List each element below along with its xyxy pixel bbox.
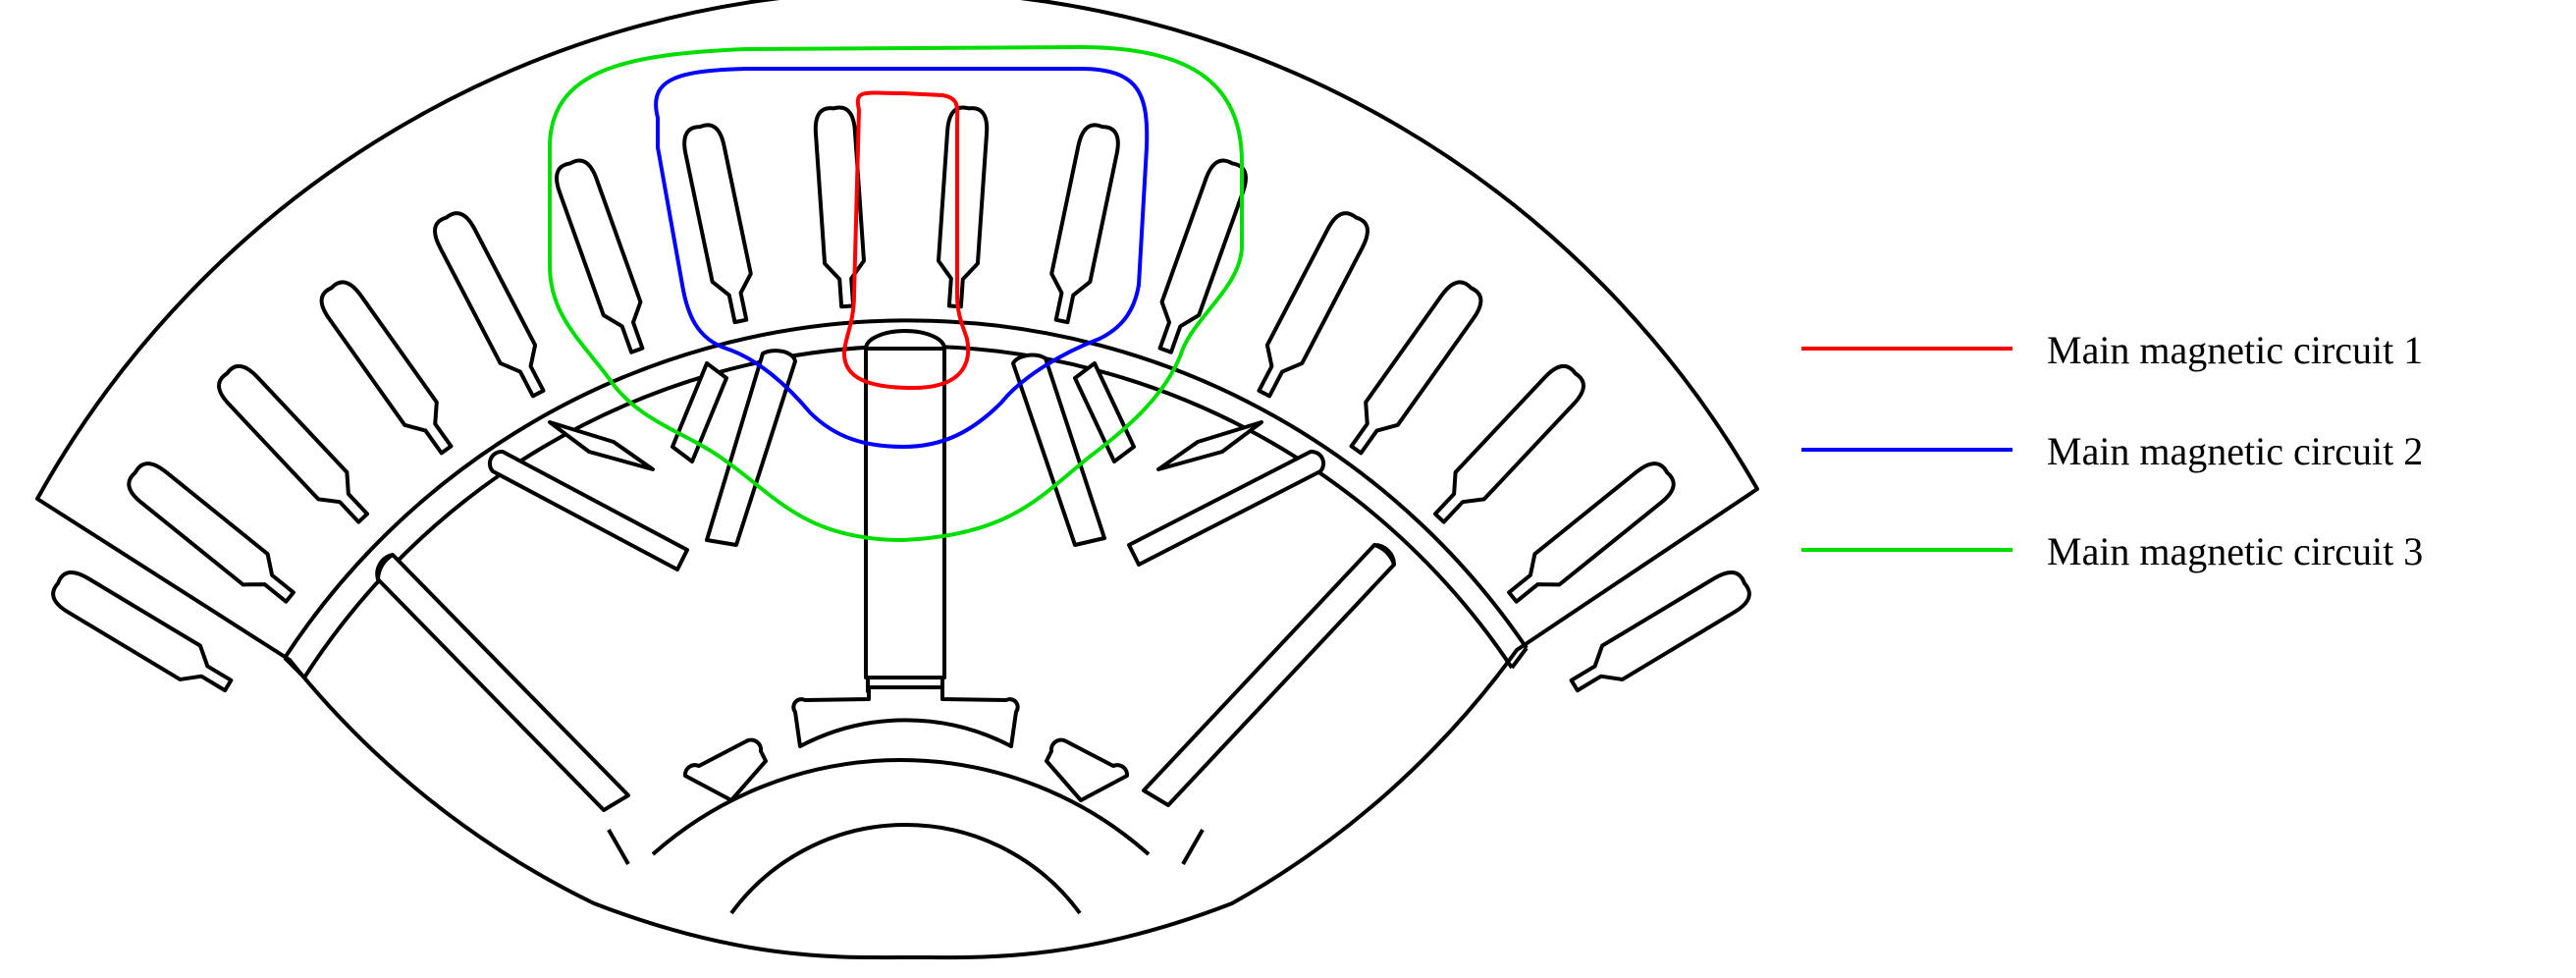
legend-label-circuit-3: Main magnetic circuit 3	[2047, 529, 2423, 573]
legend-item-circuit-3: Main magnetic circuit 3	[1801, 529, 2423, 573]
stator-bore-arc	[283, 318, 1529, 660]
rotor-slot-shoe-left	[683, 737, 768, 802]
rotor-small-magnet-left-1	[548, 420, 655, 471]
rotor-small-magnet-right-1	[1156, 420, 1263, 471]
magnetic-circuits	[548, 44, 1244, 543]
stator-slot	[937, 105, 990, 309]
rotor-rib-right	[1181, 829, 1205, 865]
stator-slot	[1569, 570, 1751, 693]
stator-slot	[1432, 364, 1585, 524]
rotor-pole-shoe	[791, 685, 1020, 748]
rotor-large-magnet-left	[375, 553, 630, 812]
rotor-small-magnet-right-2	[1073, 361, 1136, 463]
stator-slot	[319, 280, 454, 456]
rotor-medium-magnet-left	[487, 449, 689, 571]
stator-slot	[813, 105, 866, 309]
rotor-rib-left	[607, 829, 630, 865]
legend: Main magnetic circuit 1 Main magnetic ci…	[1801, 328, 2423, 573]
stator-slots	[51, 105, 1751, 693]
legend-item-circuit-1: Main magnetic circuit 1	[1801, 328, 2423, 372]
stator-slot	[1257, 211, 1369, 399]
rotor-steep-magnet-right	[1011, 353, 1106, 547]
rotor-medium-magnet-right	[1127, 449, 1326, 567]
stator-slot	[51, 570, 234, 693]
stator-slot	[127, 462, 295, 604]
legend-item-circuit-2: Main magnetic circuit 2	[1801, 429, 2423, 473]
stator-slot	[1349, 280, 1483, 456]
rotor-large-magnet-right	[1142, 543, 1396, 807]
bore-end-left	[283, 656, 306, 679]
magnetic-circuit-2-path	[654, 67, 1150, 450]
stator-slot	[682, 123, 753, 325]
stator-slot	[555, 158, 645, 354]
magnetic-circuit-1-path	[841, 90, 971, 391]
rotor-slot-shoe-right	[1045, 737, 1129, 802]
stator-slot	[433, 211, 546, 399]
stator-slot	[1507, 462, 1676, 604]
legend-label-circuit-2: Main magnetic circuit 2	[2047, 429, 2423, 473]
rotor-steep-magnet-left	[705, 349, 797, 547]
stator-slot	[217, 364, 370, 524]
rotor	[375, 329, 1396, 915]
stator-slot	[1049, 123, 1120, 325]
shaft-arc	[729, 822, 1082, 915]
rotor-inner-ring	[651, 758, 1151, 856]
bore-end-right	[1510, 646, 1529, 670]
legend-label-circuit-1: Main magnetic circuit 1	[2047, 328, 2423, 372]
magnetic-circuit-3-path	[548, 44, 1244, 543]
